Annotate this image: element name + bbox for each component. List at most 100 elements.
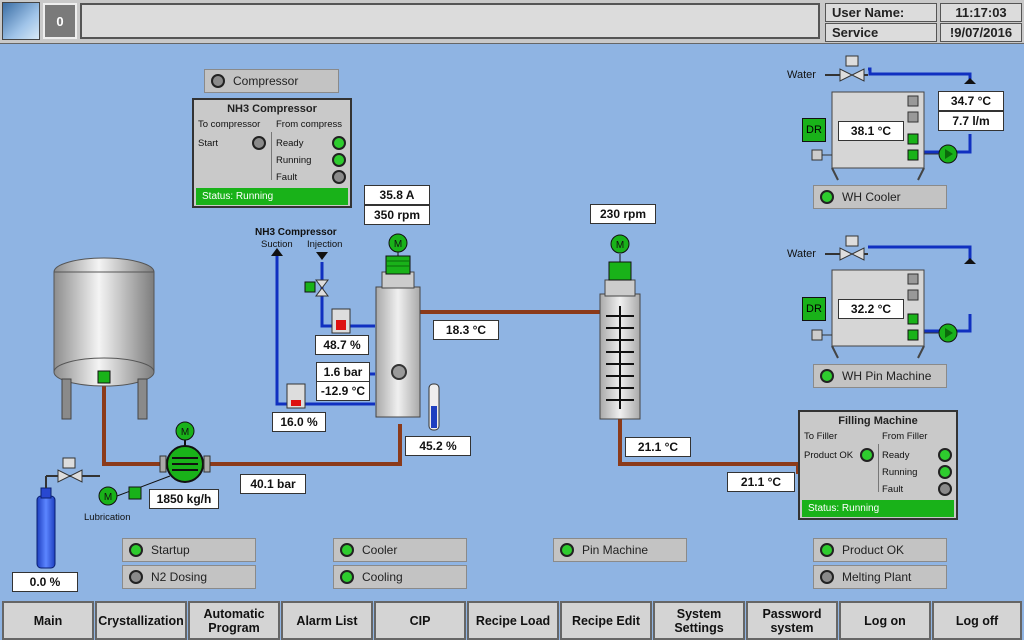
clock-date: !9/07/2016 (940, 23, 1022, 42)
startup-button[interactable]: Startup (122, 538, 256, 562)
nh3-status-bar: Status: Running (196, 188, 348, 205)
nav-alarm-list[interactable]: Alarm List (281, 601, 373, 640)
melting-plant-indicator (820, 570, 834, 584)
startup-label: Startup (151, 543, 190, 557)
pin-machine-rpm-value[interactable]: 230 rpm (590, 204, 656, 224)
nav-password-system[interactable]: Password system (746, 601, 838, 640)
filling-product-ok-indicator[interactable] (860, 448, 874, 462)
filling-fault-label: Fault (882, 484, 904, 495)
wh-cooler-outlet-temp: 34.7 °C (938, 91, 1004, 111)
pin-machine-indicator (560, 543, 574, 557)
nav-system-settings[interactable]: System Settings (653, 601, 745, 640)
filling-panel-title: Filling Machine (838, 415, 918, 427)
n2-dosing-label: N2 Dosing (151, 570, 208, 584)
cooling-button[interactable]: Cooling (333, 565, 467, 589)
nh3-panel-title: NH3 Compressor (227, 103, 317, 115)
filling-ready-indicator (938, 448, 952, 462)
cooling-label: Cooling (362, 570, 403, 584)
melting-plant-button[interactable]: Melting Plant (813, 565, 947, 589)
wh-cooler-temp-value: 38.1 °C (838, 121, 904, 141)
pressure-value: 1.6 bar (316, 362, 370, 382)
nav-cip[interactable]: CIP (374, 601, 466, 640)
main-pump: M M (98, 421, 211, 506)
product-ok-label: Product OK (842, 543, 905, 557)
compressor-indicator (211, 74, 225, 88)
compressor-button[interactable]: Compressor (204, 69, 339, 93)
injection-label: Injection (307, 239, 343, 250)
wh-cooler-button-label: WH Cooler (842, 190, 901, 204)
wh-cooler-water-label: Water (787, 69, 816, 81)
svg-text:M: M (181, 427, 189, 438)
wh-cooler-dr-button[interactable]: DR (802, 118, 826, 142)
alarm-counter[interactable]: 0 (43, 3, 77, 39)
evaporation-temp-value: -12.9 °C (316, 381, 370, 401)
storage-tank (53, 257, 155, 420)
nav-log-off[interactable]: Log off (932, 601, 1022, 640)
wh-cooler-button[interactable]: WH Cooler (813, 185, 947, 209)
motor-current-value: 35.8 A (364, 185, 430, 205)
wh-cooler-indicator (820, 190, 834, 204)
crystallizer-temp-value: 18.3 °C (433, 320, 499, 340)
product-ok-button[interactable]: Product OK (813, 538, 947, 562)
wh-pin-water-label: Water (787, 248, 816, 260)
ammonia-level-1: 48.7 % (315, 335, 369, 355)
nh3-running-label: Running (276, 155, 312, 166)
crystallizer-vessel: M (286, 233, 440, 431)
product-flow-value[interactable]: 1850 kg/h (149, 489, 219, 509)
filling-ready-label: Ready (882, 450, 910, 461)
wh-pin-dr-button[interactable]: DR (802, 297, 826, 321)
cooling-indicator (340, 570, 354, 584)
nav-recipe-load[interactable]: Recipe Load (467, 601, 559, 640)
pin-machine-vessel: M (599, 234, 641, 420)
crystallizer-rpm-value[interactable]: 350 rpm (364, 205, 430, 225)
nh3-start-indicator[interactable] (252, 136, 266, 150)
svg-text:M: M (104, 492, 112, 503)
filling-running-indicator (938, 465, 952, 479)
nav-log-on[interactable]: Log on (839, 601, 931, 640)
nitrogen-bottle (36, 457, 100, 569)
suction-label: Suction (261, 239, 293, 250)
product-pipes (102, 310, 800, 474)
svg-text:M: M (394, 239, 402, 250)
pin-outlet-temp-value: 21.1 °C (625, 437, 691, 457)
nh3-ready-indicator (332, 136, 346, 150)
nh3-ready-label: Ready (276, 138, 304, 149)
user-name-label: User Name: (825, 3, 937, 22)
n2-level-value: 0.0 % (12, 572, 78, 592)
lubrication-label: Lubrication (84, 512, 131, 523)
nav-automatic-program[interactable]: Automatic Program (188, 601, 280, 640)
filling-from-label: From Filler (882, 431, 928, 442)
svg-text:M: M (616, 240, 624, 251)
filling-fault-indicator (938, 482, 952, 496)
pin-machine-button[interactable]: Pin Machine (553, 538, 687, 562)
wh-pin-indicator (820, 369, 834, 383)
pin-machine-label: Pin Machine (582, 543, 649, 557)
filling-running-label: Running (882, 467, 918, 478)
cooler-button[interactable]: Cooler (333, 538, 467, 562)
wh-pin-temp-value: 32.2 °C (838, 299, 904, 319)
crystallizer-level-value: 45.2 % (405, 436, 471, 456)
nh3-start-label: Start (198, 138, 219, 149)
melting-plant-label: Melting Plant (842, 570, 912, 584)
line-pressure-value: 40.1 bar (240, 474, 306, 494)
wh-pin-button-label: WH Pin Machine (842, 369, 932, 383)
n2-dosing-indicator (129, 570, 143, 584)
nh3-running-indicator (332, 153, 346, 167)
company-logo (2, 2, 40, 40)
filling-to-label: To Filler (804, 431, 838, 442)
nav-main[interactable]: Main (2, 601, 94, 640)
cooler-label: Cooler (362, 543, 398, 557)
startup-indicator (129, 543, 143, 557)
nh3-compressor-label: NH3 Compressor (255, 227, 337, 238)
filling-status-bar: Status: Running (802, 500, 954, 517)
nav-recipe-edit[interactable]: Recipe Edit (560, 601, 652, 640)
product-ok-indicator (820, 543, 834, 557)
wh-pin-button[interactable]: WH Pin Machine (813, 364, 947, 388)
n2-dosing-button[interactable]: N2 Dosing (122, 565, 256, 589)
nav-crystallization[interactable]: Crystallization (95, 601, 187, 640)
filler-inlet-temp-value: 21.1 °C (727, 472, 795, 492)
alarm-message-bar[interactable] (80, 3, 820, 39)
ammonia-level-2: 16.0 % (272, 412, 326, 432)
nh3-compressor-panel: NH3 Compressor To compressor From compre… (192, 98, 352, 208)
filling-product-ok-label: Product OK (804, 450, 854, 461)
